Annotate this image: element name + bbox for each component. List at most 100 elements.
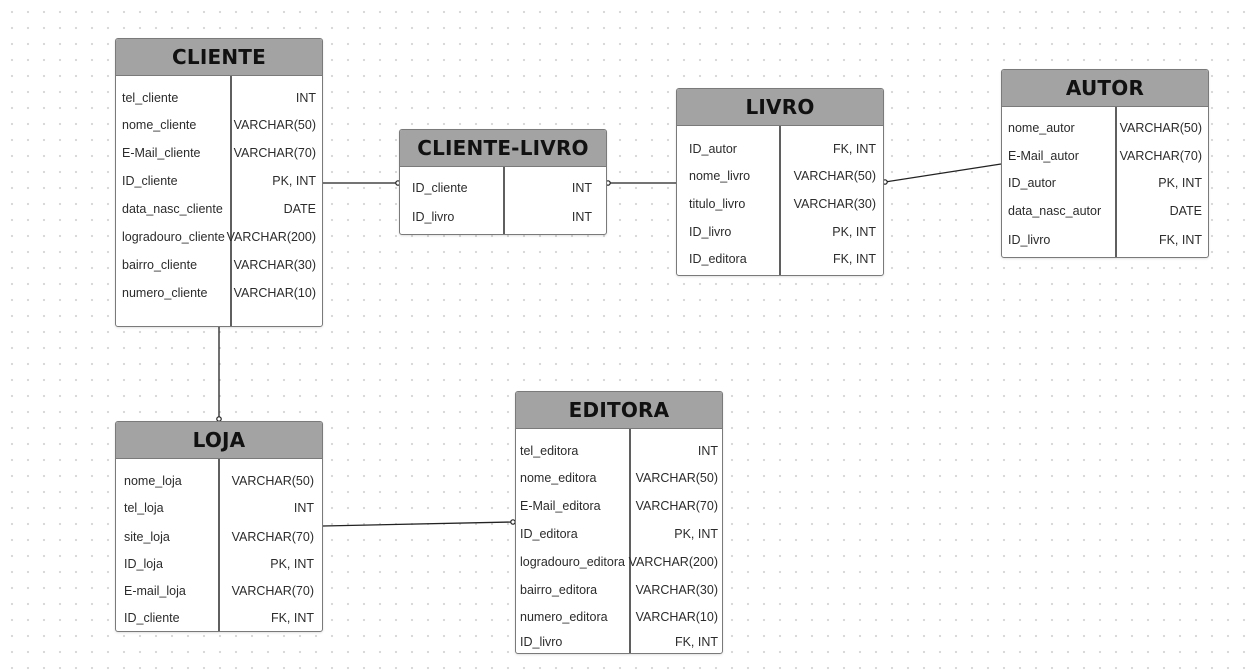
column-divider [503, 167, 505, 234]
entity-fields: nome_loja VARCHAR(50) tel_loja INT site_loja… [116, 459, 322, 631]
field-type: VARCHAR(200) [628, 555, 718, 569]
field-name: ID_editora [520, 527, 578, 541]
field-name: ID_cliente [412, 181, 468, 195]
field-name: ID_editora [689, 252, 747, 266]
field-name: bairro_cliente [122, 258, 198, 272]
field-type: INT [697, 444, 718, 458]
field-name: ID_cliente [124, 611, 180, 625]
entity-title: AUTOR [1002, 70, 1208, 107]
field-name: numero_cliente [122, 286, 208, 300]
field-type: INT [295, 91, 316, 105]
field-name: E-mail_loja [124, 584, 186, 598]
field-name: nome_editora [520, 471, 597, 485]
field-type: VARCHAR(70) [635, 499, 718, 513]
field-name: ID_autor [1008, 176, 1056, 190]
field-row: numero_editora VARCHAR(10) [516, 608, 722, 628]
field-type: VARCHAR(50) [233, 118, 316, 132]
field-name: ID_loja [124, 557, 163, 571]
field-type: VARCHAR(50) [793, 169, 876, 183]
field-name: nome_cliente [122, 118, 197, 132]
field-row: site_loja VARCHAR(70) [116, 528, 322, 548]
field-name: ID_cliente [122, 174, 178, 188]
field-name: numero_editora [520, 610, 608, 624]
field-row: nome_loja VARCHAR(50) [116, 472, 322, 492]
field-name: tel_editora [520, 444, 579, 458]
field-row: ID_livro INT [400, 208, 606, 228]
field-row: tel_cliente INT [116, 89, 322, 109]
field-name: E-Mail_editora [520, 499, 601, 513]
field-row: ID_livro PK, INT [677, 223, 883, 243]
field-name: titulo_livro [689, 197, 746, 211]
field-row: nome_cliente VARCHAR(50) [116, 116, 322, 136]
field-name: data_nasc_autor [1008, 204, 1102, 218]
relationship-loja-editora[interactable] [322, 521, 514, 527]
field-type: INT [571, 181, 592, 195]
field-name: bairro_editora [520, 583, 598, 597]
field-type: FK, INT [832, 252, 876, 266]
field-type: VARCHAR(200) [226, 230, 316, 244]
field-type: VARCHAR(70) [231, 530, 314, 544]
field-type: PK, INT [1158, 176, 1202, 190]
column-divider [629, 429, 631, 653]
column-divider [1115, 107, 1117, 257]
field-type: VARCHAR(50) [635, 471, 718, 485]
field-row: ID_cliente PK, INT [116, 172, 322, 192]
field-row: ID_cliente FK, INT [116, 609, 322, 629]
field-name: logradouro_cliente [122, 230, 225, 244]
field-type: INT [571, 210, 592, 224]
field-name: ID_livro [412, 210, 455, 224]
field-row: nome_editora VARCHAR(50) [516, 469, 722, 489]
field-row: ID_livro FK, INT [1002, 231, 1208, 251]
field-type: VARCHAR(70) [1119, 149, 1202, 163]
field-name: logradouro_editora [520, 555, 625, 569]
field-type: PK, INT [832, 225, 876, 239]
field-type: VARCHAR(10) [635, 610, 718, 624]
relationship-livro-autor[interactable] [884, 163, 1002, 183]
entity-title: CLIENTE [116, 39, 322, 76]
field-row: E-mail_loja VARCHAR(70) [116, 582, 322, 602]
field-name: E-Mail_cliente [122, 146, 201, 160]
field-name: nome_autor [1008, 121, 1075, 135]
field-row: E-Mail_editora VARCHAR(70) [516, 497, 722, 517]
field-type: FK, INT [270, 611, 314, 625]
field-type: INT [293, 501, 314, 515]
field-type: PK, INT [272, 174, 316, 188]
field-type: FK, INT [832, 142, 876, 156]
field-name: tel_loja [124, 501, 164, 515]
field-type: VARCHAR(50) [231, 474, 314, 488]
entity-fields: tel_cliente INT nome_cliente VARCHAR(50) E-M… [116, 76, 322, 326]
field-name: ID_livro [689, 225, 732, 239]
field-row: tel_editora INT [516, 442, 722, 462]
field-name: data_nasc_cliente [122, 202, 223, 216]
field-name: nome_loja [124, 474, 182, 488]
field-row: ID_editora FK, INT [677, 250, 883, 270]
field-row: ID_autor PK, INT [1002, 174, 1208, 194]
column-divider [230, 76, 232, 326]
field-type: VARCHAR(70) [231, 584, 314, 598]
field-name: tel_cliente [122, 91, 179, 105]
field-name: site_loja [124, 530, 170, 544]
field-type: PK, INT [674, 527, 718, 541]
field-type: FK, INT [1158, 233, 1202, 247]
field-name: ID_livro [1008, 233, 1051, 247]
